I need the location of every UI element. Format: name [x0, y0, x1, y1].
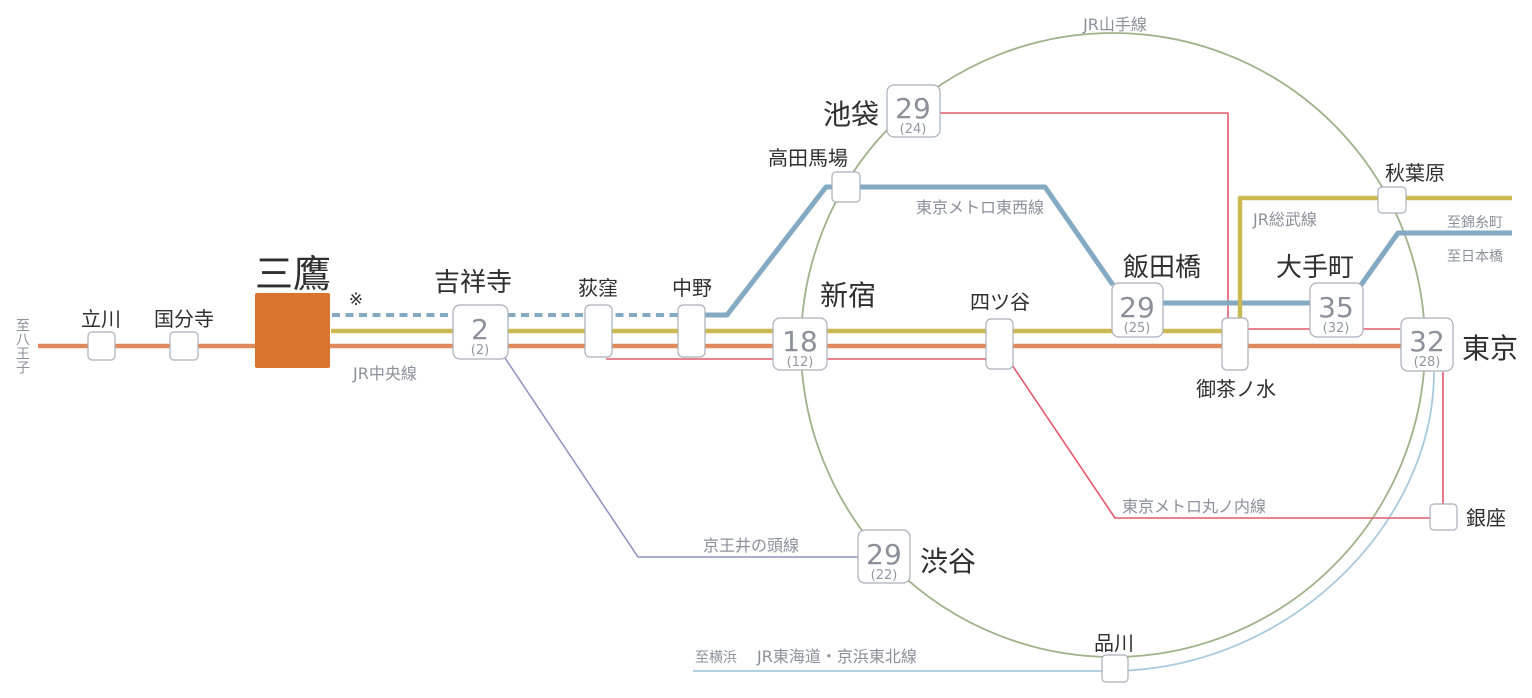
- keihin-tohoku-line: [693, 371, 1435, 672]
- station-box-ochanomizu: [1221, 317, 1249, 371]
- minutes-note-shibuya: (22): [871, 568, 898, 583]
- minutes-box-ikebukuro: [886, 84, 941, 138]
- minutes-ikebukuro: 29: [895, 92, 931, 125]
- minutes-note-otemachi: (32): [1323, 321, 1350, 336]
- station-label-akihabara: 秋葉原: [1385, 161, 1445, 185]
- minutes-box-tokyo: [1400, 317, 1454, 372]
- minutes-note-ikebukuro: (24): [900, 122, 927, 137]
- station-label-nakano: 中野: [672, 276, 712, 300]
- minutes-box-kichijoji: [452, 304, 509, 360]
- station-label-tachikawa: 立川: [81, 307, 121, 331]
- direction-label-hachioji: 至八王子: [14, 318, 30, 374]
- direction-label-nihombashi: 至日本橋: [1447, 249, 1503, 265]
- direction-label-yokohama: 至横浜: [695, 650, 737, 666]
- station-box-shinagawa: [1101, 654, 1129, 683]
- line-label-sobu: JR総武線: [1252, 210, 1317, 229]
- station-box-akihabara: [1377, 186, 1407, 214]
- station-label-ogikubo: 荻窪: [578, 276, 618, 300]
- station-label-shinagawa: 品川: [1094, 631, 1134, 655]
- minutes-iidabashi: 29: [1119, 291, 1155, 324]
- minutes-note-iidabashi: (25): [1124, 321, 1151, 336]
- line-label-keio-inokashira: 京王井の頭線: [703, 536, 799, 555]
- station-marker-mitaka: [255, 293, 330, 368]
- marunouchi-line: [606, 112, 1444, 519]
- station-box-ogikubo: [584, 304, 613, 358]
- line-label-yamanote: JR山手線: [1082, 15, 1147, 34]
- station-box-takadanobaba: [831, 171, 861, 203]
- station-label-tokyo: 東京: [1462, 332, 1518, 365]
- minutes-shinjuku: 18: [782, 325, 818, 358]
- line-label-chuo: JR中央線: [352, 364, 417, 383]
- station-label-iidabashi: 飯田橋: [1123, 253, 1201, 283]
- station-box-ginza: [1429, 503, 1458, 531]
- minutes-box-shinjuku: [772, 317, 828, 371]
- minutes-note-kichijoji: (2): [471, 343, 489, 358]
- station-box-kokubunji: [169, 331, 199, 361]
- station-label-ginza: 銀座: [1466, 506, 1506, 530]
- minutes-shibuya: 29: [866, 538, 902, 571]
- minutes-kichijoji: 2: [471, 313, 489, 346]
- station-label-takadanobaba: 高田馬場: [768, 146, 848, 170]
- minutes-note-tokyo: (28): [1414, 355, 1441, 370]
- station-label-kokubunji: 国分寺: [154, 307, 214, 331]
- direction-label-kinshicho: 至錦糸町: [1447, 214, 1503, 231]
- station-box-tachikawa: [87, 331, 116, 361]
- minutes-otemachi: 35: [1318, 291, 1354, 324]
- minutes-box-shibuya: [857, 529, 911, 584]
- station-label-shibuya: 渋谷: [920, 545, 976, 578]
- station-box-yotsuya: [985, 318, 1014, 370]
- line-label-tokaido-keihin: JR東海道・京浜東北線: [756, 647, 917, 666]
- station-label-ikebukuro: 池袋: [823, 98, 879, 131]
- station-label-yotsuya: 四ツ谷: [970, 290, 1030, 314]
- minutes-box-otemachi: [1309, 282, 1364, 338]
- station-label-ochanomizu: 御茶ノ水: [1196, 377, 1276, 401]
- line-label-tozai: 東京メトロ東西線: [916, 198, 1044, 217]
- tozai-line: [705, 184, 1512, 318]
- line-label-marunouchi: 東京メトロ丸ノ内線: [1122, 497, 1266, 516]
- station-label-kichijoji: 吉祥寺: [434, 268, 512, 298]
- station-label-otemachi: 大手町: [1276, 253, 1354, 283]
- keio-inokashira-line: [504, 357, 858, 558]
- minutes-tokyo: 32: [1409, 325, 1445, 358]
- station-label-mitaka: 三鷹: [255, 252, 331, 296]
- station-label-shinjuku: 新宿: [820, 279, 876, 312]
- minutes-box-iidabashi: [1111, 282, 1164, 338]
- note-mark: ※: [349, 290, 363, 310]
- station-box-nakano: [677, 304, 706, 358]
- minutes-note-shinjuku: (12): [787, 355, 814, 370]
